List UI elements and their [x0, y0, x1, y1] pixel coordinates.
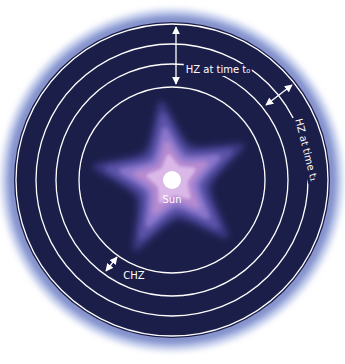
zone-label: HZ at time t₀	[184, 64, 252, 76]
zone-label: CHZ	[121, 270, 146, 282]
orbit-circles	[16, 24, 328, 336]
nebula-layer	[129, 135, 215, 217]
nebula-layer	[114, 119, 229, 230]
zone-label: HZ at time t₁	[292, 115, 320, 184]
nebula-layer	[85, 90, 256, 255]
star-label: Sun	[160, 194, 183, 206]
zone-arrows	[106, 27, 292, 271]
nebula-layer	[98, 104, 243, 244]
dark-disc	[14, 22, 330, 338]
star-nebula	[85, 90, 256, 255]
outer-halo	[2, 10, 342, 350]
halo-ring	[8, 16, 336, 344]
sun-dot	[163, 171, 181, 189]
